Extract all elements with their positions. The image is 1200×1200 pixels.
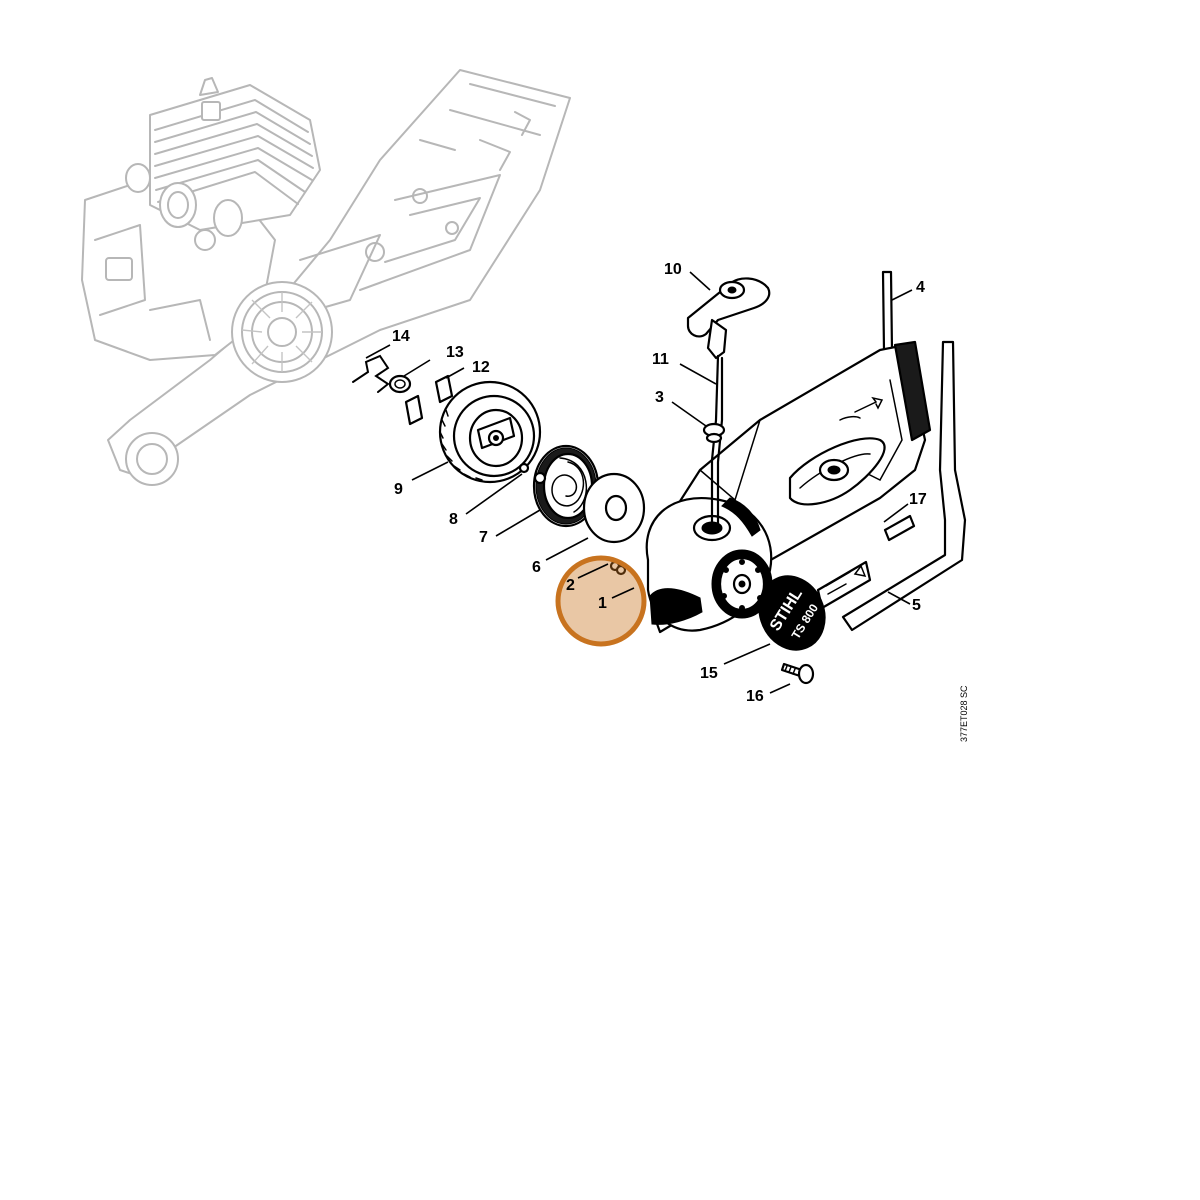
part-3-rope-guide	[702, 422, 726, 444]
callout-17: 17	[909, 491, 927, 508]
callout-13: 13	[446, 344, 464, 361]
part-8-pin	[518, 462, 530, 474]
drawing-code: 377ET028 SC	[959, 685, 969, 742]
part-10-starter-grip	[686, 277, 771, 360]
part-12-pawl	[404, 374, 454, 426]
part-2-bushing	[609, 560, 627, 576]
callout-15: 15	[700, 665, 718, 682]
part-16-screw	[780, 662, 815, 685]
part-14-spring-clip	[352, 354, 390, 393]
highlight-marker	[555, 555, 647, 647]
part-15-logo-plate: STIHL TS 800	[758, 575, 826, 651]
callout-5: 5	[912, 597, 921, 614]
starter-cover	[645, 340, 932, 634]
leader-lines	[365, 271, 913, 694]
callout-10: 10	[664, 261, 682, 278]
part-9-rope-rotor	[438, 380, 542, 484]
callout-11: 11	[652, 351, 669, 368]
callout-14: 14	[392, 328, 410, 345]
part-7-rewind-spring	[532, 444, 600, 528]
engine-background	[81, 69, 571, 486]
callout-7: 7	[479, 529, 488, 546]
callout-8: 8	[449, 511, 458, 528]
part-6-washer	[582, 472, 646, 544]
callout-6: 6	[532, 559, 541, 576]
callout-labels: 14 13 12 9 8 7 6 2 1 10 11 3 4 5 17 15 1…	[392, 261, 927, 705]
callout-2: 2	[566, 577, 575, 594]
callout-9: 9	[394, 481, 403, 498]
part-13-ring	[388, 374, 412, 394]
callout-16: 16	[746, 688, 764, 705]
callout-1: 1	[598, 595, 607, 612]
callout-4: 4	[916, 279, 925, 296]
callout-12: 12	[472, 359, 490, 376]
flywheel	[231, 281, 333, 383]
callout-3: 3	[655, 389, 664, 406]
